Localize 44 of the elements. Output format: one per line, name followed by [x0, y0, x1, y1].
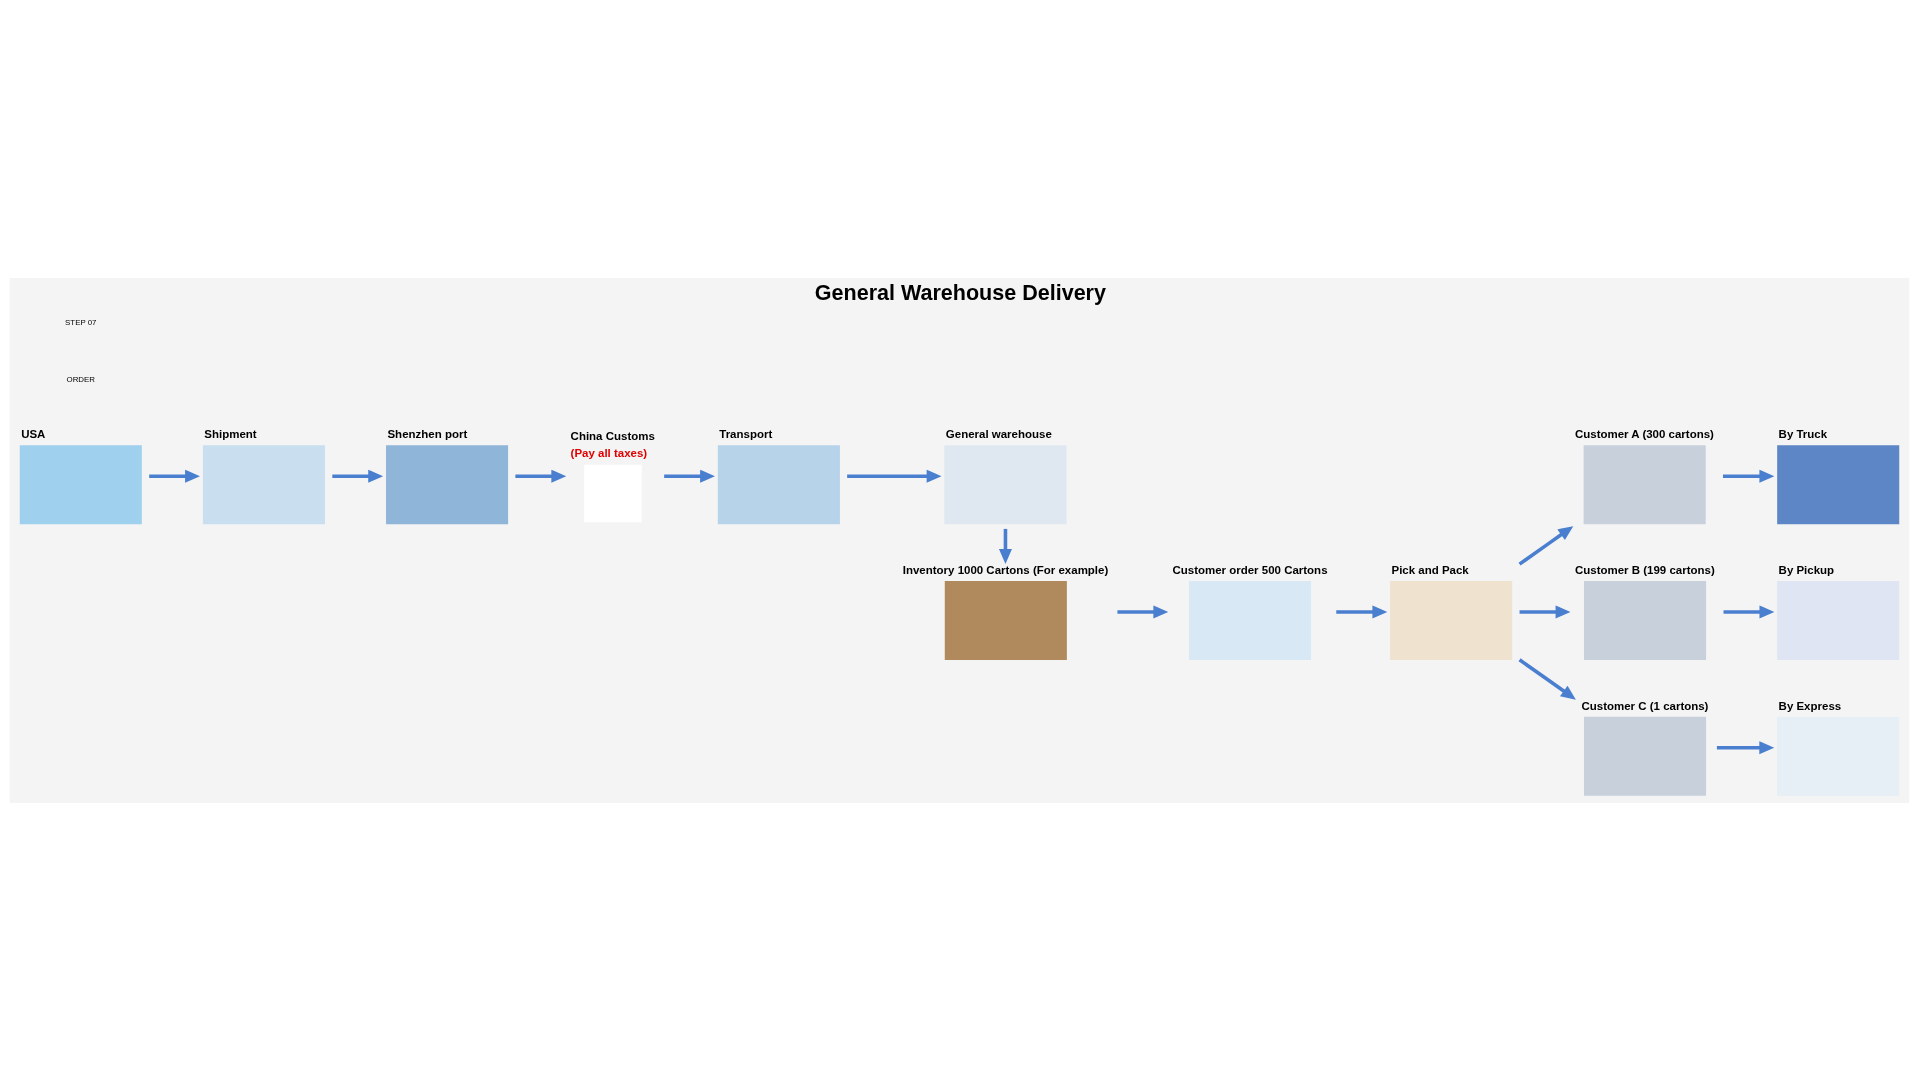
node-label: Customer A (300 cartons) — [1574, 427, 1714, 440]
arrow — [332, 469, 384, 483]
arrow — [998, 528, 1012, 564]
node-box — [1583, 580, 1707, 660]
arrow — [1518, 525, 1574, 566]
arrow — [664, 469, 715, 483]
arrow — [1518, 657, 1576, 700]
node-label: Customer B (199 cartons) — [1574, 563, 1715, 576]
node-label: USA — [21, 427, 46, 440]
node-label: By Truck — [1778, 427, 1828, 440]
node-label: Pick and Pack — [1391, 563, 1469, 576]
node-box — [386, 444, 509, 524]
node-label: (Pay all taxes) — [570, 446, 648, 459]
node-box — [717, 444, 840, 524]
arrow — [1117, 604, 1169, 618]
node-label: Customer order 500 Cartons — [1172, 563, 1328, 576]
node-label: Shipment — [204, 427, 257, 440]
node-label: Customer C (1 cartons) — [1581, 698, 1709, 711]
node-box — [1777, 444, 1900, 524]
arrow — [515, 469, 567, 483]
node-box — [19, 444, 142, 524]
arrow — [1716, 740, 1775, 754]
arrow — [149, 469, 200, 483]
arrow — [1722, 469, 1775, 483]
node-box — [944, 580, 1067, 660]
node-box — [1583, 444, 1706, 524]
label: STEP 07 — [65, 317, 97, 327]
node-label: Transport — [719, 427, 773, 440]
diagram-title: General Warehouse Delivery — [814, 280, 1106, 305]
node-label: By Express — [1778, 698, 1842, 711]
node-label: By Pickup — [1778, 563, 1835, 576]
node-label: Shenzhen port — [387, 427, 468, 440]
arrow — [1519, 604, 1571, 618]
arrow — [1723, 604, 1775, 618]
node-box — [1390, 580, 1513, 660]
label: ORDER — [66, 374, 96, 384]
node-label: General warehouse — [945, 427, 1052, 440]
arrow — [847, 469, 942, 483]
node-box — [1188, 580, 1312, 660]
node-box — [1583, 716, 1707, 796]
node-box — [202, 444, 325, 524]
arrow — [1336, 604, 1388, 618]
node-label: China Customs — [570, 429, 655, 442]
node-label: Inventory 1000 Cartons (For example) — [902, 563, 1109, 576]
